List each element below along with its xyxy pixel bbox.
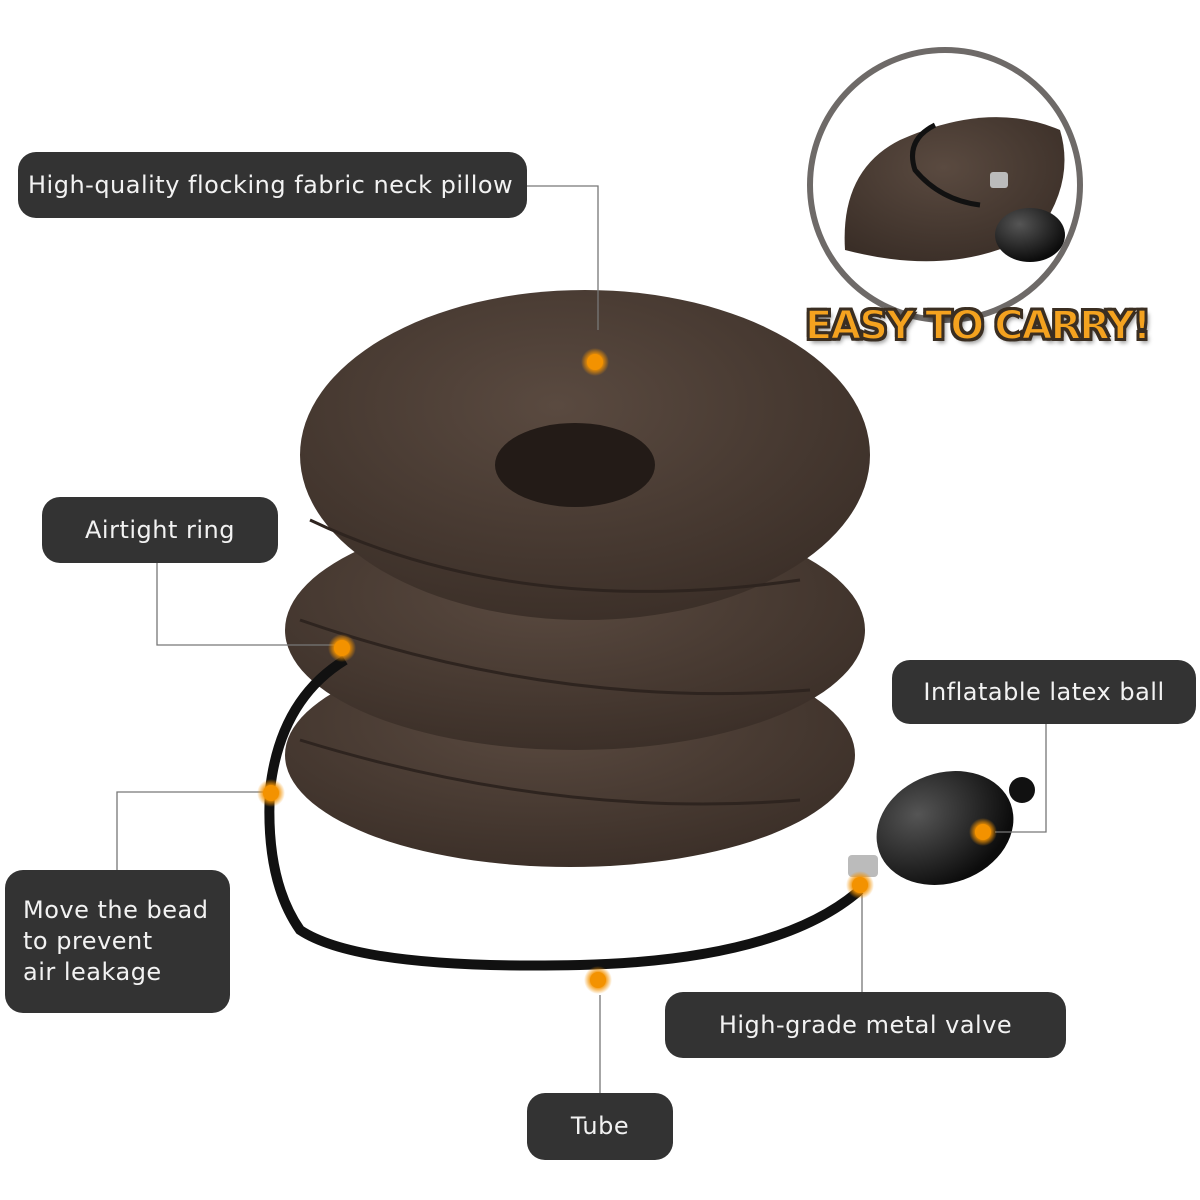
label-tube: Tube: [527, 1093, 673, 1160]
label-bead-text: Move the bead to prevent air leakage: [23, 896, 209, 986]
label-ring-text: Airtight ring: [85, 515, 235, 544]
latex-ball: [848, 771, 1035, 885]
label-ball-text: Inflatable latex ball: [923, 677, 1165, 706]
label-airtight-ring: Airtight ring: [42, 497, 278, 563]
label-valve: High-grade metal valve: [665, 992, 1066, 1058]
label-valve-text: High-grade metal valve: [718, 1010, 1013, 1039]
neck-pillow: [285, 290, 870, 867]
tube: [264, 655, 864, 971]
leader-lines: [116, 185, 1047, 1093]
label-pillow: High-quality flocking fabric neck pillow: [18, 152, 527, 218]
label-pillow-text: High-quality flocking fabric neck pillow: [28, 170, 514, 199]
label-latex-ball: Inflatable latex ball: [892, 660, 1196, 724]
label-bead: Move the bead to prevent air leakage: [5, 870, 230, 1013]
label-tube-text: Tube: [570, 1112, 630, 1140]
hotspot-dots: [257, 348, 997, 994]
carry-inset: [807, 47, 1083, 323]
easy-to-carry-badge: EASY TO CARRY!: [804, 302, 1152, 350]
